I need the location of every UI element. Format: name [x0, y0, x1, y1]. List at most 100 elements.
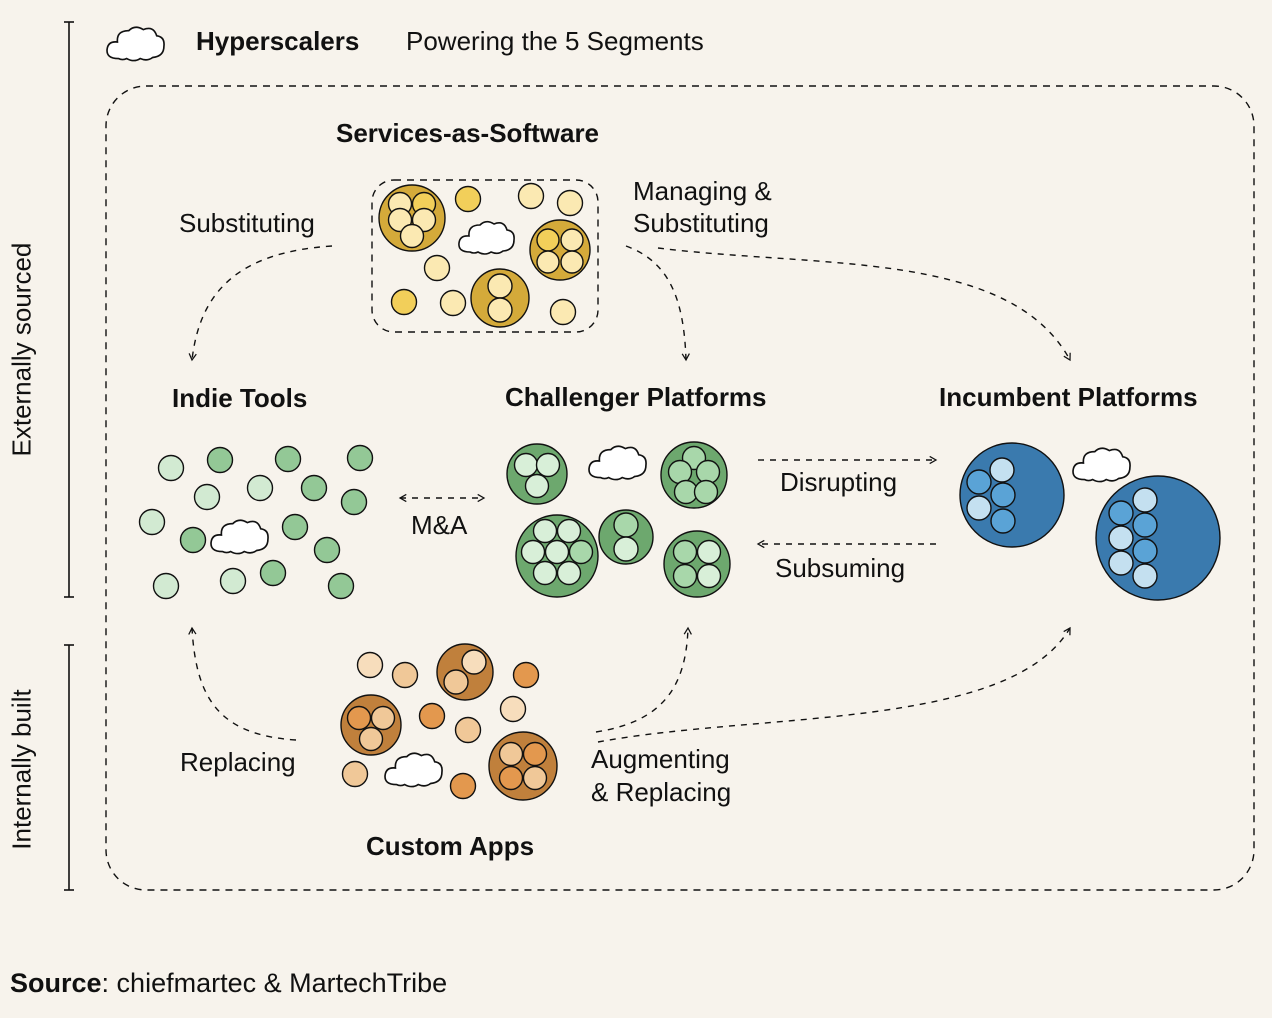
saas-vendor-circle: [549, 298, 577, 326]
custom-cluster: [488, 731, 558, 801]
custom-vendor-circle: [454, 716, 482, 744]
custom-member: [498, 741, 524, 767]
custom-vendor-circle: [391, 661, 419, 689]
indie-vendor-circle: [179, 526, 207, 554]
hyperscalers-title: Hyperscalers: [196, 26, 360, 56]
relation-subsuming: Subsuming: [775, 553, 906, 583]
indie-cloud-icon: [210, 519, 269, 555]
custom-member: [498, 765, 524, 791]
segment-title-challenger: Challenger Platforms: [505, 382, 767, 412]
challenger-member: [696, 539, 722, 565]
segment-title-indie: Indie Tools: [172, 383, 308, 413]
custom-member: [443, 669, 469, 695]
arrow-augmenting-incumbent: [597, 626, 1071, 743]
indie-vendor-circle: [138, 508, 166, 536]
internal-bracket: [64, 644, 74, 891]
custom-cluster: [436, 643, 494, 701]
saas-member: [487, 273, 513, 299]
saas-vendor-circle: [556, 189, 584, 217]
challenger-member: [613, 536, 639, 562]
segment-title-incumbent: Incumbent Platforms: [939, 382, 1198, 412]
incumbent-member: [989, 457, 1015, 483]
challenger-cloud-icon: [588, 445, 647, 481]
arrow-substituting: [188, 245, 333, 362]
incumbent-member: [1132, 563, 1158, 589]
saas-vendor-circle: [390, 288, 418, 316]
indie-vendor-circle: [206, 446, 234, 474]
challenger-member: [693, 479, 719, 505]
saas-cluster: [529, 219, 591, 281]
relation-replacing: Replacing: [180, 747, 296, 777]
saas-member: [399, 223, 425, 249]
incumbent-member: [990, 508, 1016, 534]
hyperscaler-frame: [105, 85, 1255, 891]
relation-substituting: Substituting: [179, 208, 315, 238]
segment-title-saas: Services-as-Software: [336, 118, 600, 148]
saas-member: [536, 250, 560, 274]
challenger-member: [524, 473, 550, 499]
indie-vendor-circle: [259, 559, 287, 587]
indie-vendor-circle: [281, 513, 309, 541]
saas-vendor-circle: [439, 289, 467, 317]
saas-member: [560, 250, 584, 274]
source-label: Source: [10, 968, 102, 998]
indie-vendor-circle: [193, 483, 221, 511]
saas-vendor-circle: [517, 182, 545, 210]
relation-mna: M&A: [411, 510, 468, 540]
externally-sourced-label: Externally sourced: [6, 242, 37, 457]
challenger-member: [532, 518, 558, 544]
challenger-member: [544, 539, 570, 565]
custom-vendor-circle: [499, 695, 527, 723]
internally-built-label: Internally built: [6, 689, 37, 850]
challenger-member: [568, 539, 594, 565]
custom-vendor-circle: [418, 702, 446, 730]
incumbent-member: [990, 482, 1016, 508]
indie-vendor-circle: [274, 445, 302, 473]
arrow-augmenting-challenger: [595, 626, 692, 733]
relation-managing-line1: Managing &: [633, 176, 772, 206]
saas-vendor-circle: [454, 185, 482, 213]
indie-vendor-circle: [219, 567, 247, 595]
incumbent-member: [1108, 550, 1134, 576]
saas-member: [560, 228, 584, 252]
arrow-replacing: [188, 626, 297, 741]
source-line: Source: chiefmartec & MartechTribe: [10, 968, 447, 999]
challenger-cluster: [663, 530, 731, 598]
custom-member: [461, 649, 487, 675]
indie-vendor-circle: [346, 444, 374, 472]
arrow-managing-incumbent: [657, 247, 1071, 362]
saas-box: [371, 179, 599, 333]
relation-managing-line2: Substituting: [633, 208, 769, 238]
indie-vendor-circle: [313, 536, 341, 564]
incumbent-member: [966, 495, 992, 521]
challenger-member: [532, 560, 558, 586]
indie-vendor-circle: [152, 572, 180, 600]
incumbent-member: [1108, 500, 1134, 526]
source-text: : chiefmartec & MartechTribe: [101, 968, 448, 998]
challenger-member: [696, 563, 722, 589]
custom-vendor-circle: [512, 661, 540, 689]
incumbent-member: [1108, 525, 1134, 551]
relation-disrupting: Disrupting: [780, 467, 898, 497]
indie-vendor-circle: [327, 572, 355, 600]
challenger-member: [556, 518, 582, 544]
challenger-member: [535, 452, 561, 478]
incumbent-member: [1132, 512, 1158, 538]
custom-member: [346, 705, 372, 731]
custom-vendor-circle: [449, 772, 477, 800]
saas-cloud-icon: [458, 220, 515, 255]
custom-vendor-circle: [356, 651, 384, 679]
incumbent-member: [1132, 538, 1158, 564]
relation-augmenting-line2: & Replacing: [591, 777, 732, 807]
external-bracket: [64, 21, 74, 598]
hyperscalers-subtitle: Powering the 5 Segments: [406, 26, 704, 56]
header-cloud-icon: [106, 26, 165, 62]
challenger-member: [613, 512, 639, 538]
incumbent-cloud-icon: [1072, 447, 1131, 483]
incumbent-member: [966, 469, 992, 495]
saas-member: [536, 228, 560, 252]
segment-title-custom: Custom Apps: [366, 831, 535, 861]
custom-member: [370, 705, 396, 731]
saas-vendor-circle: [423, 254, 451, 282]
